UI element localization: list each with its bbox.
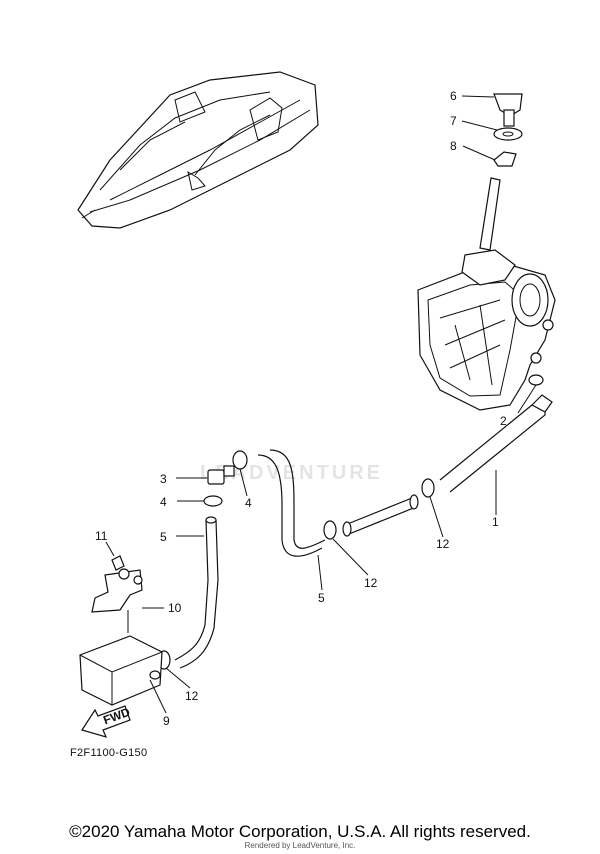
- callout-4-left: 4: [160, 495, 167, 509]
- callout-3: 3: [160, 472, 167, 486]
- callout-11: 11: [95, 529, 108, 543]
- callout-1: 1: [492, 515, 499, 529]
- hose-clamps: [157, 374, 544, 670]
- callout-9: 9: [163, 714, 170, 728]
- callout-5-center: 5: [318, 591, 325, 605]
- hose-5-left: [174, 516, 219, 669]
- callout-4-right: 4: [245, 496, 252, 510]
- callout-5-left: 5: [160, 530, 167, 544]
- callout-12-left: 12: [185, 689, 199, 703]
- rendered-by-credit: Rendered by LeadVenture, Inc.: [244, 841, 356, 850]
- jet-pump-housing: [417, 249, 556, 411]
- connector-pipe: [342, 494, 419, 537]
- hose-1: [439, 394, 553, 493]
- watercraft-illustration: [77, 71, 319, 229]
- leader-lines: [105, 95, 537, 714]
- fwd-arrow: FWD: [81, 705, 132, 738]
- hose-5-center: [257, 449, 326, 557]
- watermark-text: LEADVENTURE: [200, 462, 384, 484]
- fitting-3: [207, 465, 235, 485]
- callout-labels: 6 7 8 2 1 3 4 4 5 5 12 12 12 9 10 11: [95, 89, 507, 728]
- callout-7: 7: [450, 114, 457, 128]
- callout-12-center: 12: [364, 576, 378, 590]
- callout-2: 2: [500, 414, 507, 428]
- component-box-9: [79, 635, 163, 706]
- bracket-10: [91, 555, 143, 613]
- callout-6: 6: [450, 89, 457, 103]
- copyright-notice: ©2020 Yamaha Motor Corporation, U.S.A. A…: [69, 822, 531, 841]
- callout-8: 8: [450, 139, 457, 153]
- figure-code: F2F1100-G150: [70, 747, 148, 759]
- drain-plug-assembly: [479, 93, 523, 251]
- callout-10: 10: [168, 601, 182, 615]
- callout-12-right: 12: [436, 537, 450, 551]
